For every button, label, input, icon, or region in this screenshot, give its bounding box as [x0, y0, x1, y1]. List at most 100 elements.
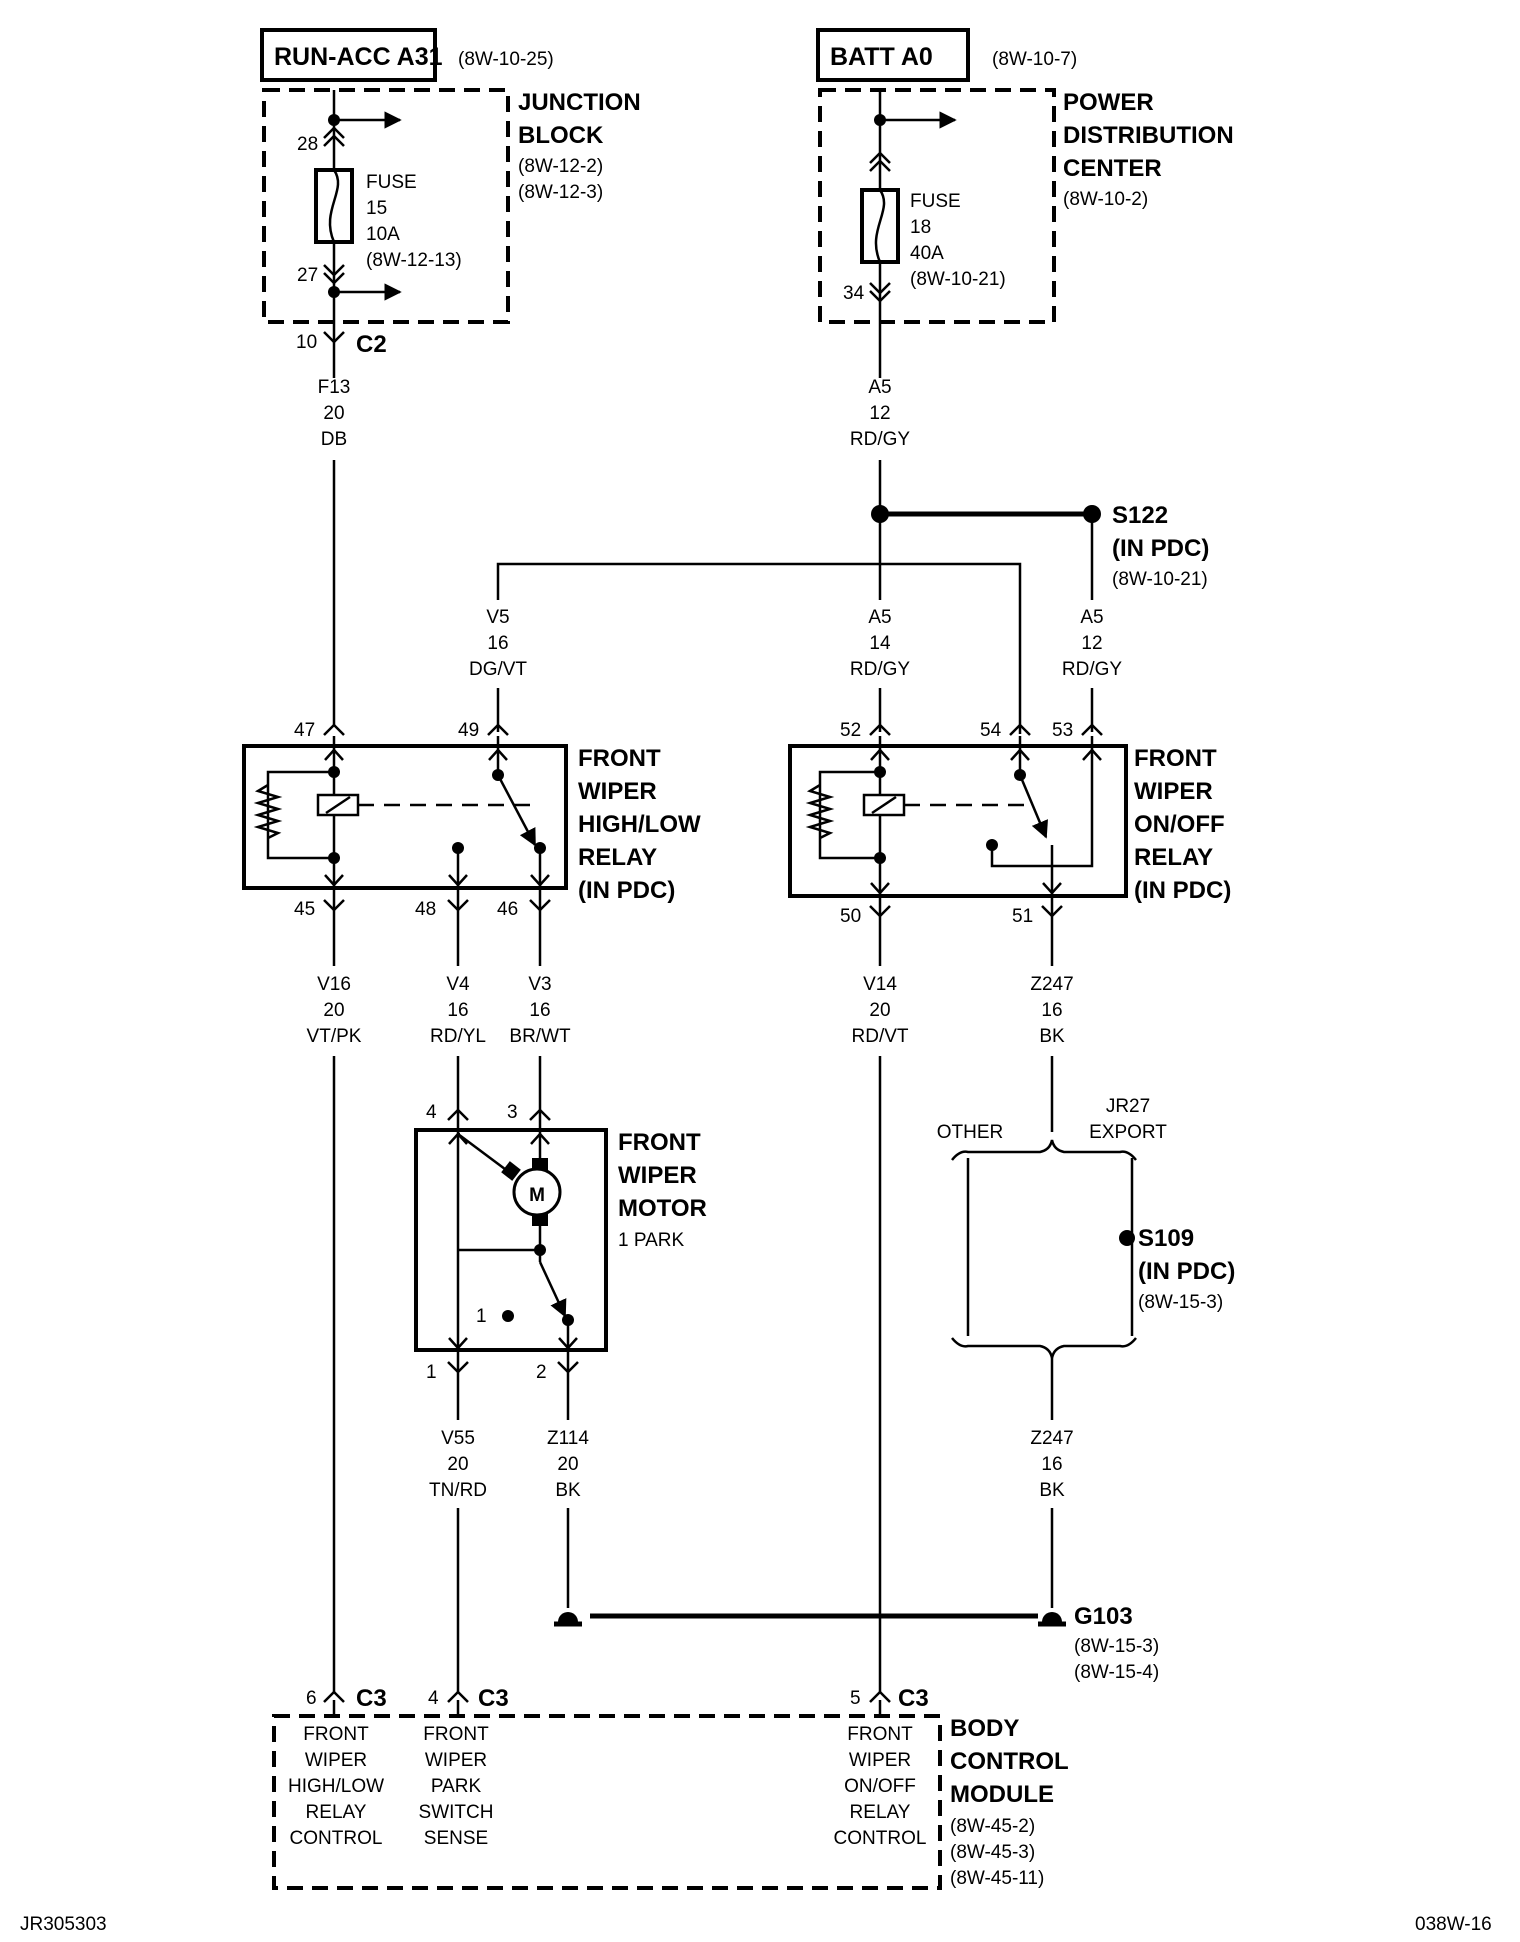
lower-wires: V55 20 TN/RD Z114 20 BK — [429, 1372, 589, 1692]
batt-source: BATT A0 (8W-10-7) — [816, 28, 1077, 82]
svg-text:(8W-12-2): (8W-12-2) — [518, 156, 603, 177]
svg-text:SENSE: SENSE — [424, 1828, 488, 1849]
jb-pin-27: 27 — [297, 265, 318, 286]
svg-text:CONTROL: CONTROL — [290, 1828, 383, 1849]
svg-text:12: 12 — [869, 403, 890, 424]
svg-text:CONTROL: CONTROL — [950, 1748, 1069, 1775]
svg-text:V4: V4 — [446, 974, 470, 995]
svg-text:ON/OFF: ON/OFF — [844, 1776, 916, 1797]
svg-text:RD/GY: RD/GY — [850, 659, 911, 680]
body-control-module: 6 C3 4 C3 5 C3 FRONT WIPER HIGH/LOW RELA… — [272, 1685, 1069, 1890]
svg-text:WIPER: WIPER — [1134, 778, 1213, 805]
jb-title-1: JUNCTION — [518, 89, 641, 116]
footer-left: JR305303 — [20, 1914, 107, 1935]
svg-text:V16: V16 — [317, 974, 351, 995]
middle-wires: V16 20 VT/PK V4 16 RD/YL V3 16 BR/WT V14… — [307, 910, 1074, 1692]
svg-text:16: 16 — [487, 633, 508, 654]
wiper-motor: 4 3 M 1 1 2 FRONT WIPER MOTOR 1 PARK — [414, 1102, 707, 1383]
svg-text:FRONT: FRONT — [618, 1129, 701, 1156]
svg-text:15: 15 — [366, 198, 387, 219]
svg-text:FUSE: FUSE — [366, 172, 417, 193]
svg-text:V55: V55 — [441, 1428, 475, 1449]
svg-text:JR27: JR27 — [1106, 1096, 1150, 1117]
on-off-relay: 52 54 53 50 51 FRONT WIPER ON/OFF RELAY … — [788, 720, 1231, 927]
svg-text:49: 49 — [458, 720, 479, 741]
svg-text:Z247: Z247 — [1030, 974, 1073, 995]
svg-text:HIGH/LOW: HIGH/LOW — [288, 1776, 384, 1797]
svg-text:G103: G103 — [1074, 1603, 1133, 1630]
svg-text:A5: A5 — [868, 377, 891, 398]
svg-text:20: 20 — [557, 1454, 578, 1475]
svg-text:(8W-15-3): (8W-15-3) — [1138, 1292, 1223, 1313]
svg-text:S109: S109 — [1138, 1225, 1194, 1252]
svg-text:RD/YL: RD/YL — [430, 1026, 486, 1047]
svg-text:4: 4 — [426, 1102, 437, 1123]
svg-text:1: 1 — [426, 1362, 437, 1383]
svg-text:POWER: POWER — [1063, 89, 1154, 116]
svg-text:V5: V5 — [486, 607, 509, 628]
svg-text:14: 14 — [869, 633, 891, 654]
svg-text:WIPER: WIPER — [578, 778, 657, 805]
svg-text:TN/RD: TN/RD — [429, 1480, 487, 1501]
jb-title-2: BLOCK — [518, 122, 604, 149]
junction-block: 28 27 FUSE 15 10A (8W-12-13) JUNCTION BL… — [262, 88, 641, 358]
svg-text:(IN PDC): (IN PDC) — [1112, 535, 1209, 562]
svg-text:SWITCH: SWITCH — [419, 1802, 494, 1823]
svg-text:Z247: Z247 — [1030, 1428, 1073, 1449]
batt-ref: (8W-10-7) — [992, 49, 1077, 70]
svg-text:RELAY: RELAY — [1134, 844, 1213, 871]
svg-text:WIPER: WIPER — [425, 1750, 487, 1771]
svg-text:(8W-10-2): (8W-10-2) — [1063, 189, 1148, 210]
svg-text:50: 50 — [840, 906, 861, 927]
svg-text:20: 20 — [323, 1000, 344, 1021]
svg-text:48: 48 — [415, 899, 436, 920]
svg-text:RELAY: RELAY — [850, 1802, 911, 1823]
svg-text:(8W-10-21): (8W-10-21) — [910, 269, 1006, 290]
option-branch: OTHER JR27 EXPORT S109 (IN PDC) (8W-15-3… — [937, 1096, 1235, 1608]
svg-text:BK: BK — [1039, 1480, 1065, 1501]
svg-text:WIPER: WIPER — [305, 1750, 367, 1771]
jb-pin-28: 28 — [297, 134, 318, 155]
svg-text:(8W-12-3): (8W-12-3) — [518, 182, 603, 203]
svg-text:FRONT: FRONT — [423, 1724, 489, 1745]
svg-text:BR/WT: BR/WT — [509, 1026, 571, 1047]
run-acc-ref: (8W-10-25) — [458, 49, 554, 70]
svg-text:3: 3 — [507, 1102, 518, 1123]
svg-text:MODULE: MODULE — [950, 1781, 1054, 1808]
svg-text:CONTROL: CONTROL — [834, 1828, 927, 1849]
park-contact-label: 1 — [476, 1306, 487, 1327]
svg-text:(8W-45-3): (8W-45-3) — [950, 1842, 1035, 1863]
svg-text:FUSE: FUSE — [910, 191, 961, 212]
svg-text:52: 52 — [840, 720, 861, 741]
svg-text:C3: C3 — [478, 1685, 509, 1712]
svg-text:16: 16 — [1041, 1454, 1062, 1475]
svg-text:45: 45 — [294, 899, 315, 920]
svg-text:DG/VT: DG/VT — [469, 659, 527, 680]
svg-text:20: 20 — [447, 1454, 468, 1475]
s122-label: S122 — [1112, 502, 1168, 529]
svg-text:CENTER: CENTER — [1063, 155, 1162, 182]
svg-text:(IN PDC): (IN PDC) — [1138, 1258, 1235, 1285]
c2-label: C2 — [356, 331, 387, 358]
ground-g103: G103 (8W-15-3) (8W-15-4) — [554, 1603, 1159, 1683]
svg-text:BK: BK — [1039, 1026, 1065, 1047]
svg-text:(IN PDC): (IN PDC) — [578, 877, 675, 904]
svg-text:FRONT: FRONT — [847, 1724, 913, 1745]
svg-text:ON/OFF: ON/OFF — [1134, 811, 1225, 838]
svg-text:FRONT: FRONT — [1134, 745, 1217, 772]
svg-text:WIPER: WIPER — [618, 1162, 697, 1189]
run-acc-label: RUN-ACC A31 — [274, 43, 443, 71]
svg-text:46: 46 — [497, 899, 518, 920]
svg-text:RD/VT: RD/VT — [852, 1026, 909, 1047]
svg-text:V14: V14 — [863, 974, 897, 995]
svg-text:54: 54 — [980, 720, 1002, 741]
svg-text:16: 16 — [529, 1000, 550, 1021]
svg-text:EXPORT: EXPORT — [1089, 1122, 1167, 1143]
svg-text:M: M — [529, 1185, 545, 1206]
svg-text:PARK: PARK — [431, 1776, 482, 1797]
svg-text:BODY: BODY — [950, 1715, 1019, 1742]
svg-text:HIGH/LOW: HIGH/LOW — [578, 811, 701, 838]
footer-right: 038W-16 — [1415, 1914, 1492, 1935]
svg-text:20: 20 — [323, 403, 344, 424]
